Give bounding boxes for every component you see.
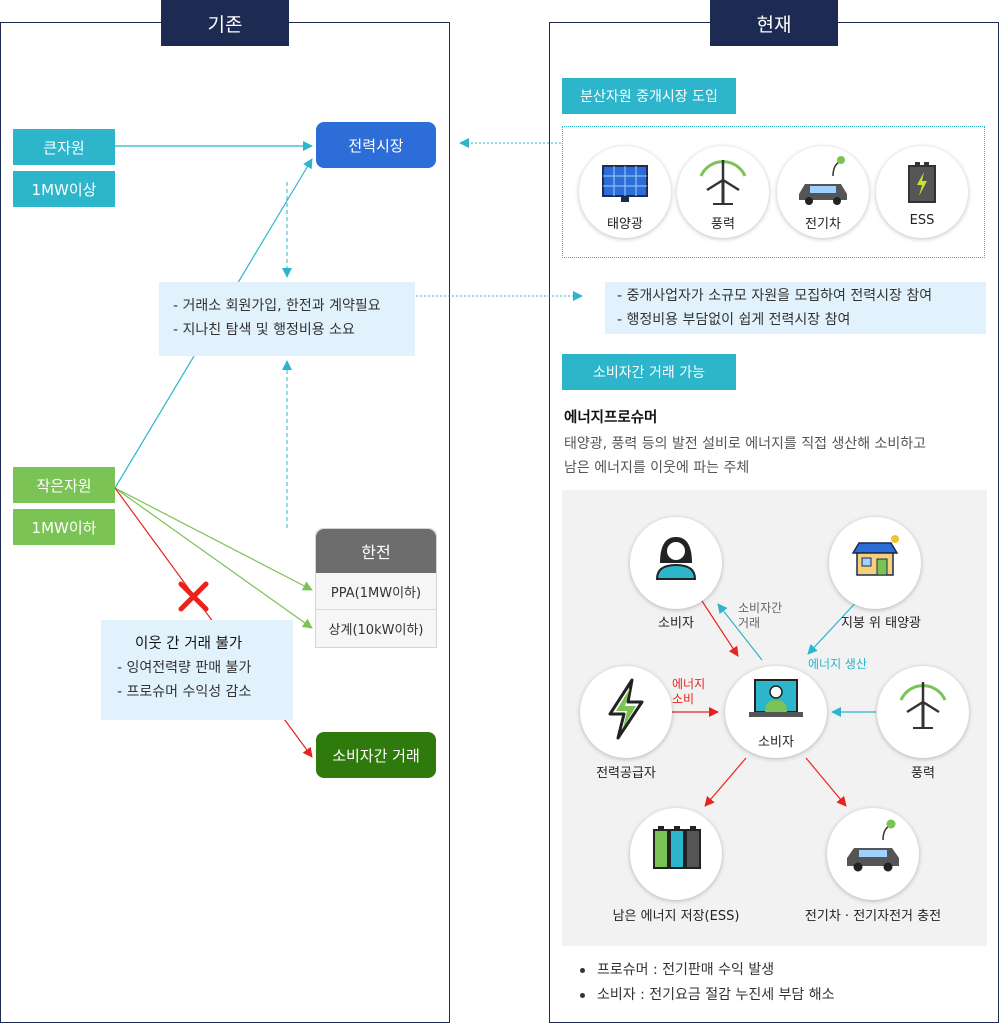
electric-car-icon (847, 819, 899, 872)
section-p2p: 소비자간 거래 가능 (562, 354, 736, 390)
solar-panel-icon (602, 165, 648, 202)
kepco-box: 한전 PPA(1MW이하) 상계(10kW이하) (315, 528, 437, 648)
battery-icon (908, 162, 936, 203)
node-label-ess: 남은 에너지 저장(ESS) (612, 909, 740, 924)
edge-label-consume: 에너지 소비 (672, 677, 706, 706)
x-mark-icon (178, 581, 209, 612)
section-broker-market: 분산자원 중개시장 도입 (562, 78, 736, 114)
center-to-ev-arrow (805, 757, 847, 807)
benefit-item: - 중개사업자가 소규모 자원을 모집하여 전력시장 참여 (617, 288, 933, 304)
resource-label-ess: ESS (909, 213, 935, 228)
small-to-offset-arrow (114, 487, 313, 629)
wind-turbine-icon (899, 682, 947, 729)
resource-label-wind: 풍력 (711, 217, 735, 232)
small-source-capacity: 1MW이하 (13, 509, 115, 545)
node-consumer (630, 517, 722, 609)
house-solar-icon (851, 535, 899, 576)
small-to-ppa-arrow (114, 487, 313, 591)
big-source-label: 큰자원 (13, 129, 115, 165)
resource-label-solar: 태양광 (607, 217, 643, 232)
p2p-trade-box: 소비자간 거래 (316, 732, 436, 778)
summary-bullets: 프로슈머 : 전기판매 수익 발생 소비자 : 전기요금 절감 누진세 부담 해… (580, 958, 835, 1008)
node-label-ev: 전기차 · 전기자전거 충전 (804, 909, 942, 924)
node-rooftop-solar (829, 517, 921, 609)
bullet-item: 소비자 : 전기요금 절감 누진세 부담 해소 (580, 983, 835, 1008)
benefits-box: - 중개사업자가 소규모 자원을 모집하여 전력시장 참여 - 행정비용 부담없… (605, 282, 986, 334)
resource-label-ev: 전기차 (805, 217, 841, 232)
consumer-to-center-arrow (699, 597, 739, 657)
power-market-box: 전력시장 (316, 122, 436, 168)
node-wind (877, 666, 969, 758)
center-to-ess-arrow (704, 757, 747, 807)
node-ess (630, 808, 722, 900)
kepco-row-ppa: PPA(1MW이하) (330, 585, 422, 601)
battery-storage-icon (653, 826, 701, 869)
kepco-row-offset: 상계(10kW이하) (316, 609, 436, 646)
edge-label-production: 에너지 생산 (808, 657, 868, 671)
prosumer-desc-line: 남은 에너지를 이웃에 파는 주체 (564, 460, 750, 476)
benefit-item: - 행정비용 부담없이 쉽게 전력시장 참여 (617, 312, 851, 328)
small-source-label: 작은자원 (13, 467, 115, 503)
node-ev-charging (827, 808, 919, 900)
lightning-icon (608, 678, 644, 740)
node-center-consumer (725, 666, 827, 758)
prosumer-title: 에너지프로슈머 (564, 410, 658, 426)
node-label-supplier: 전력공급자 (596, 766, 656, 781)
neighbor-trade-box: 이웃 간 거래 불가 - 잉여전력량 판매 불가 - 프로슈머 수익성 감소 (101, 620, 293, 720)
node-label-wind: 풍력 (911, 766, 935, 781)
neighbor-trade-item: - 잉여전력량 판매 불가 (117, 660, 252, 676)
requirement-item: - 거래소 회원가입, 한전과 계약필요 (173, 298, 381, 314)
node-label-center: 소비자 (758, 735, 794, 750)
laptop-person-icon (749, 679, 803, 717)
big-source-capacity: 1MW이상 (13, 171, 115, 207)
kepco-title: 한전 (316, 529, 436, 573)
requirement-item: - 지나친 탐색 및 행정비용 소요 (173, 322, 355, 338)
edge-label-p2p: 소비자간 거래 (738, 601, 783, 630)
rooftop-to-center-arrow (807, 597, 861, 655)
prosumer-desc-line: 태양광, 풍력 등의 발전 설비로 에너지를 직접 생산해 소비하고 (564, 436, 927, 452)
node-label-consumer: 소비자 (658, 616, 694, 631)
resource-wind (677, 146, 769, 238)
tab-current: 현재 (710, 0, 838, 46)
resources-group (562, 126, 985, 258)
resource-ess (876, 146, 968, 238)
node-power-supplier (580, 666, 672, 758)
requirements-box: - 거래소 회원가입, 한전과 계약필요 - 지나친 탐색 및 행정비용 소요 (159, 282, 415, 356)
node-label-rooftop: 지붕 위 태양광 (840, 616, 922, 631)
neighbor-trade-title: 이웃 간 거래 불가 (135, 636, 243, 652)
resource-solar (579, 146, 671, 238)
woman-icon (655, 537, 697, 580)
neighbor-trade-item: - 프로슈머 수익성 감소 (117, 684, 252, 700)
tab-before: 기존 (161, 0, 289, 46)
resource-ev (777, 146, 869, 238)
center-to-consumer-arrow (717, 603, 763, 661)
electric-car-icon (799, 156, 847, 205)
bullet-item: 프로슈머 : 전기판매 수익 발생 (580, 958, 835, 983)
wind-turbine-icon (699, 160, 747, 205)
